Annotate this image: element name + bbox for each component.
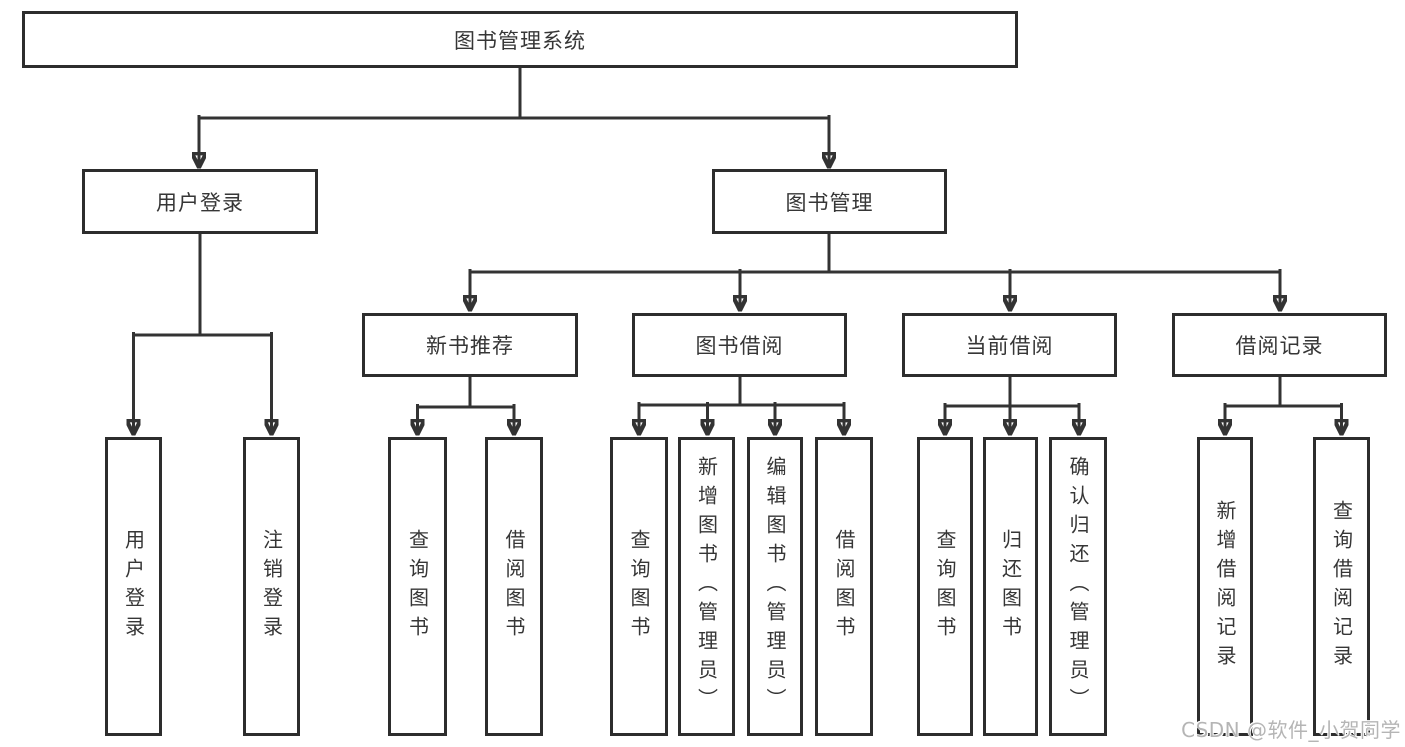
leaf-logout-login: 注销登录: [243, 437, 300, 736]
node-user-login-label: 用户登录: [156, 190, 244, 215]
leaf-return-book-label: 归还图书: [998, 528, 1023, 645]
node-book-borrowing: 图书借阅: [632, 313, 847, 377]
node-current-borrowing: 当前借阅: [902, 313, 1117, 377]
node-root-system-label: 图书管理系统: [454, 28, 586, 53]
edge-borrow-records-split: [1223, 375, 1343, 408]
leaf-query-book-2-label: 查询图书: [627, 528, 651, 645]
leaf-user-login: 用户登录: [105, 437, 162, 736]
leaf-query-book-3-label: 查询图书: [933, 528, 957, 645]
leaf-logout-login-label: 注销登录: [259, 528, 284, 645]
leaf-user-login-label: 用户登录: [121, 528, 146, 645]
edge-book-management-split: [468, 233, 1282, 274]
leaf-query-borrow-record: 查询借阅记录: [1313, 437, 1370, 736]
leaf-query-book-1-label: 查询图书: [405, 528, 430, 645]
leaf-query-book-3: 查询图书: [917, 437, 973, 736]
leaf-borrow-book-1: 借阅图书: [485, 437, 543, 736]
edge-new-book-recommend-split: [416, 375, 516, 409]
node-new-book-recommend-label: 新书推荐: [426, 334, 514, 358]
edge-current-borrowing-split: [943, 375, 1081, 408]
edge-user-login-split: [132, 232, 273, 337]
leaf-query-book-1: 查询图书: [388, 437, 447, 736]
node-book-management: 图书管理: [712, 169, 947, 234]
leaf-borrow-book-2-label: 借阅图书: [832, 528, 856, 645]
csdn-watermark: CSDN @软件_小贺同学: [1181, 718, 1401, 742]
node-user-login: 用户登录: [82, 169, 318, 234]
leaf-query-book-2: 查询图书: [610, 437, 668, 736]
leaf-edit-book-admin-label: 编辑图书（管理员）: [763, 456, 787, 717]
leaf-add-book-admin: 新增图书（管理员）: [678, 437, 735, 736]
leaf-confirm-return-admin: 确认归还（管理员）: [1049, 437, 1107, 736]
node-borrow-records-label: 借阅记录: [1235, 334, 1324, 358]
leaf-confirm-return-admin-label: 确认归还（管理员）: [1066, 456, 1090, 717]
node-borrow-records: 借阅记录: [1172, 313, 1387, 377]
leaf-add-borrow-record-label: 新增借阅记录: [1213, 499, 1237, 674]
leaf-borrow-book-1-label: 借阅图书: [502, 528, 526, 645]
leaf-return-book: 归还图书: [983, 437, 1038, 736]
edge-root-split: [197, 66, 831, 120]
edge-book-borrowing-split: [637, 375, 846, 407]
leaf-borrow-book-2: 借阅图书: [815, 437, 873, 736]
leaf-edit-book-admin: 编辑图书（管理员）: [747, 437, 803, 736]
node-current-borrowing-label: 当前借阅: [965, 334, 1054, 358]
leaf-add-borrow-record: 新增借阅记录: [1197, 437, 1253, 736]
leaf-query-borrow-record-label: 查询借阅记录: [1329, 499, 1354, 674]
node-root-system: 图书管理系统: [22, 11, 1018, 68]
leaf-add-book-admin-label: 新增图书（管理员）: [694, 456, 719, 717]
node-new-book-recommend: 新书推荐: [362, 313, 578, 377]
node-book-management-label: 图书管理: [785, 190, 874, 215]
node-book-borrowing-label: 图书借阅: [695, 334, 784, 358]
